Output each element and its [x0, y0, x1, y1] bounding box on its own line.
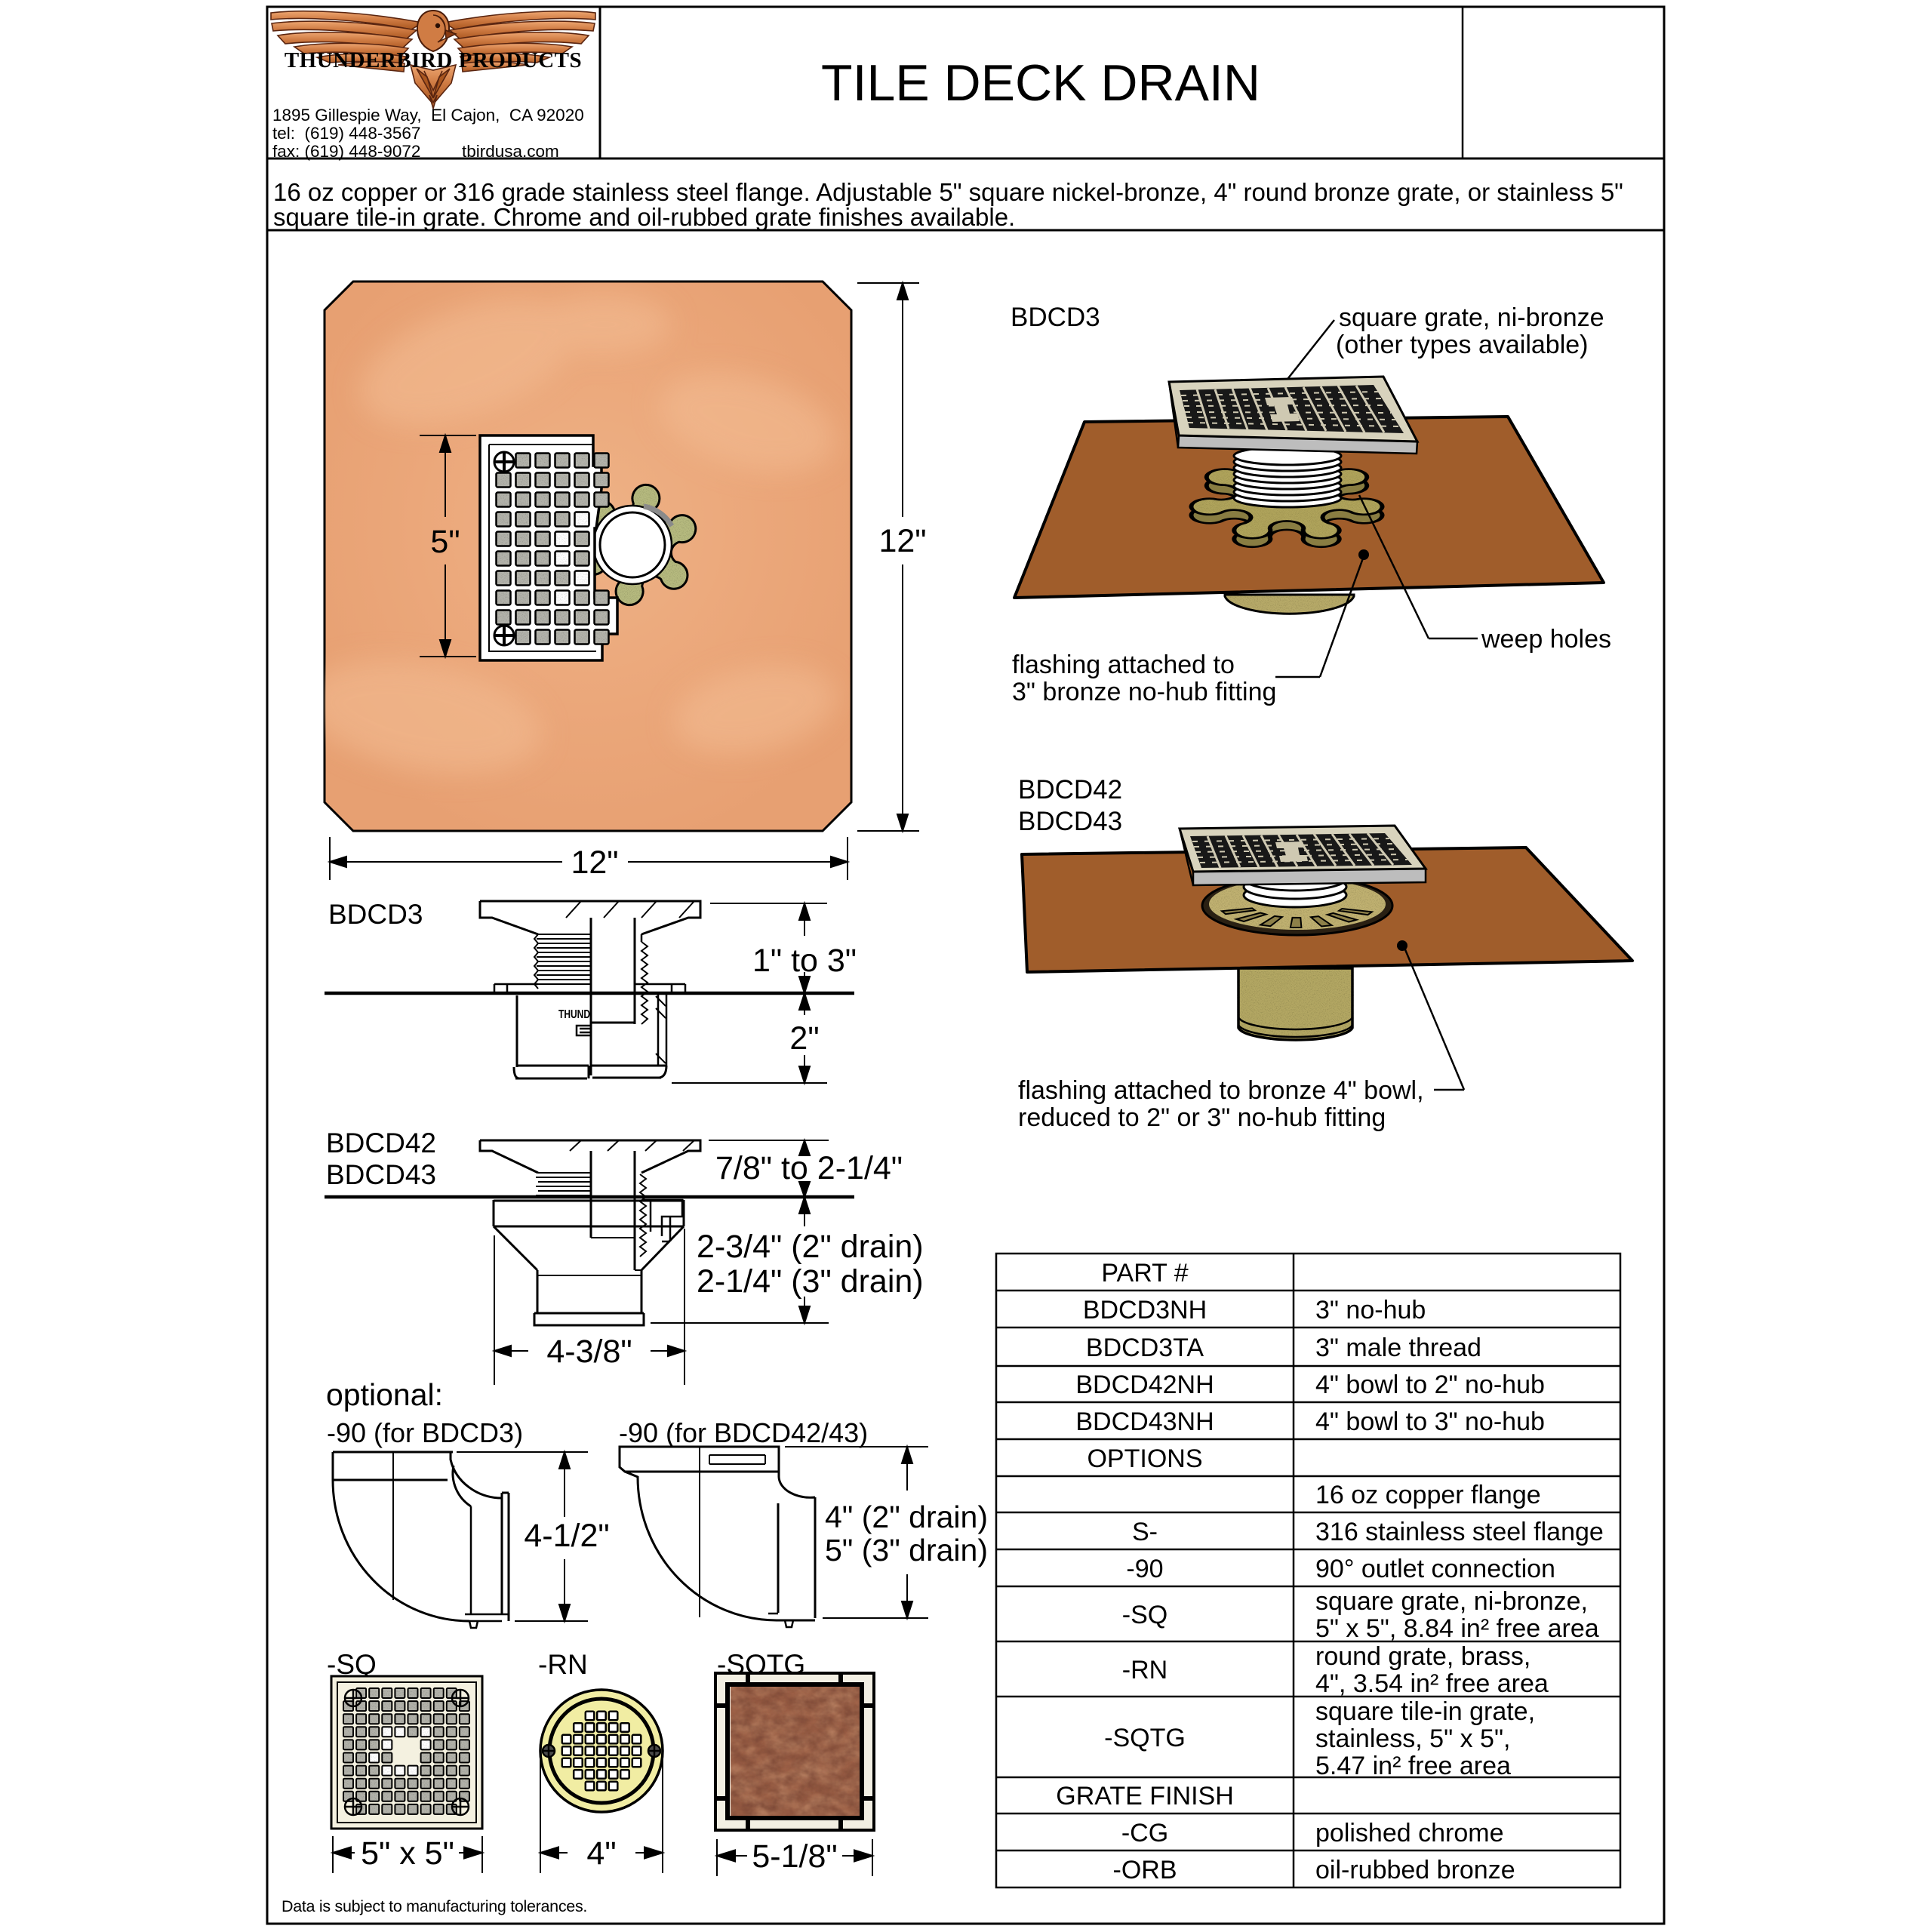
- svg-text:90° outlet connection: 90° outlet connection: [1315, 1555, 1555, 1583]
- svg-text:-90: -90: [1126, 1555, 1163, 1583]
- svg-text:BDCD42: BDCD42: [326, 1128, 436, 1158]
- svg-text:square tile-in grate. Chrome a: square tile-in grate. Chrome and oil-rub…: [273, 203, 1015, 231]
- svg-text:PART #: PART #: [1101, 1259, 1188, 1287]
- svg-text:stainless, 5" x 5",: stainless, 5" x 5",: [1315, 1724, 1510, 1753]
- svg-text:fax: (619) 448-9072: fax: (619) 448-9072: [272, 142, 420, 161]
- svg-text:-SQ: -SQ: [1122, 1601, 1168, 1629]
- svg-text:-CG: -CG: [1121, 1819, 1168, 1847]
- svg-text:(other types available): (other types available): [1336, 331, 1589, 359]
- svg-text:3" bronze no-hub fitting: 3" bronze no-hub fitting: [1012, 678, 1276, 706]
- svg-text:2-3/4" (2" drain): 2-3/4" (2" drain): [697, 1229, 924, 1265]
- svg-text:optional:: optional:: [326, 1377, 443, 1412]
- svg-text:-90 (for BDCD3): -90 (for BDCD3): [327, 1417, 523, 1448]
- svg-text:4", 3.54 in² free area: 4", 3.54 in² free area: [1315, 1669, 1549, 1698]
- svg-text:square tile-in grate,: square tile-in grate,: [1315, 1697, 1535, 1726]
- svg-text:4-1/2": 4-1/2": [524, 1518, 609, 1554]
- svg-text:BDCD3NH: BDCD3NH: [1083, 1296, 1207, 1324]
- svg-text:OPTIONS: OPTIONS: [1087, 1444, 1202, 1473]
- svg-text:5" (3" drain): 5" (3" drain): [825, 1533, 988, 1567]
- svg-text:square grate, ni-bronze: square grate, ni-bronze: [1339, 303, 1604, 332]
- svg-text:BDCD3: BDCD3: [1011, 303, 1100, 332]
- svg-text:5": 5": [430, 524, 460, 560]
- svg-text:4" (2" drain): 4" (2" drain): [825, 1500, 988, 1534]
- svg-text:polished chrome: polished chrome: [1315, 1819, 1503, 1847]
- svg-text:316 stainless steel flange: 316 stainless steel flange: [1315, 1518, 1604, 1546]
- svg-text:16 oz copper flange: 16 oz copper flange: [1315, 1481, 1541, 1509]
- svg-text:16 oz copper or 316 grade stai: 16 oz copper or 316 grade stainless stee…: [273, 178, 1623, 206]
- svg-text:4" bowl to 2" no-hub: 4" bowl to 2" no-hub: [1315, 1371, 1545, 1399]
- svg-text:THUNDERBIRD PRODUCTS: THUNDERBIRD PRODUCTS: [285, 48, 582, 72]
- svg-text:12": 12": [571, 844, 618, 881]
- svg-text:BDCD42NH: BDCD42NH: [1075, 1371, 1214, 1399]
- svg-text:3" male thread: 3" male thread: [1315, 1334, 1481, 1362]
- svg-text:5.47 in² free area: 5.47 in² free area: [1315, 1752, 1511, 1780]
- svg-text:flashing attached to bronze 4": flashing attached to bronze 4" bowl,: [1018, 1076, 1424, 1105]
- svg-text:oil-rubbed bronze: oil-rubbed bronze: [1315, 1856, 1515, 1884]
- svg-text:4" bowl to 3" no-hub: 4" bowl to 3" no-hub: [1315, 1407, 1545, 1436]
- svg-text:tbirdusa.com: tbirdusa.com: [462, 142, 559, 161]
- svg-text:2-1/4" (3" drain): 2-1/4" (3" drain): [697, 1263, 924, 1300]
- svg-text:BDCD3: BDCD3: [328, 899, 423, 930]
- svg-text:TILE DECK DRAIN: TILE DECK DRAIN: [821, 54, 1260, 112]
- svg-text:weep holes: weep holes: [1481, 625, 1611, 654]
- svg-text:4-3/8": 4-3/8": [546, 1334, 632, 1370]
- svg-text:5" x 5", 8.84 in² free area: 5" x 5", 8.84 in² free area: [1315, 1614, 1599, 1643]
- svg-text:-90 (for BDCD42/43): -90 (for BDCD42/43): [619, 1417, 868, 1448]
- svg-text:BDCD43NH: BDCD43NH: [1075, 1407, 1214, 1436]
- svg-text:1895 Gillespie Way, El Cajon,: 1895 Gillespie Way, El Cajon, CA 92020: [272, 106, 584, 125]
- svg-text:12": 12": [878, 523, 926, 559]
- svg-text:-SQTG: -SQTG: [1104, 1724, 1186, 1752]
- svg-text:1" to 3": 1" to 3": [752, 943, 857, 979]
- svg-text:THUND: THUND: [558, 1008, 590, 1021]
- svg-text:5-1/8": 5-1/8": [752, 1838, 837, 1875]
- svg-text:2": 2": [789, 1020, 819, 1057]
- svg-text:reduced to 2" or 3" no-hub fit: reduced to 2" or 3" no-hub fitting: [1018, 1103, 1386, 1132]
- svg-text:BDCD43: BDCD43: [1018, 807, 1122, 836]
- svg-text:BDCD42: BDCD42: [1018, 775, 1122, 804]
- svg-text:-SQ: -SQ: [327, 1649, 377, 1680]
- svg-text:5" x 5": 5" x 5": [361, 1835, 454, 1872]
- svg-text:BDCD43: BDCD43: [326, 1159, 436, 1190]
- svg-text:-RN: -RN: [538, 1649, 588, 1680]
- svg-text:BDCD3TA: BDCD3TA: [1086, 1334, 1204, 1362]
- svg-text:tel: (619) 448-3567: tel: (619) 448-3567: [272, 124, 420, 143]
- svg-text:-ORB: -ORB: [1113, 1856, 1177, 1884]
- svg-text:round grate, brass,: round grate, brass,: [1315, 1642, 1531, 1671]
- svg-text:Data is subject to manufacturi: Data is subject to manufacturing toleran…: [281, 1897, 587, 1915]
- svg-text:S-: S-: [1132, 1518, 1158, 1546]
- svg-text:4": 4": [586, 1835, 616, 1872]
- svg-text:7/8" to 2-1/4": 7/8" to 2-1/4": [715, 1150, 903, 1186]
- svg-text:flashing attached to: flashing attached to: [1012, 651, 1235, 679]
- svg-text:GRATE FINISH: GRATE FINISH: [1056, 1782, 1234, 1810]
- svg-text:-RN: -RN: [1122, 1656, 1168, 1684]
- svg-text:3" no-hub: 3" no-hub: [1315, 1296, 1426, 1324]
- svg-text:square grate, ni-bronze,: square grate, ni-bronze,: [1315, 1587, 1588, 1616]
